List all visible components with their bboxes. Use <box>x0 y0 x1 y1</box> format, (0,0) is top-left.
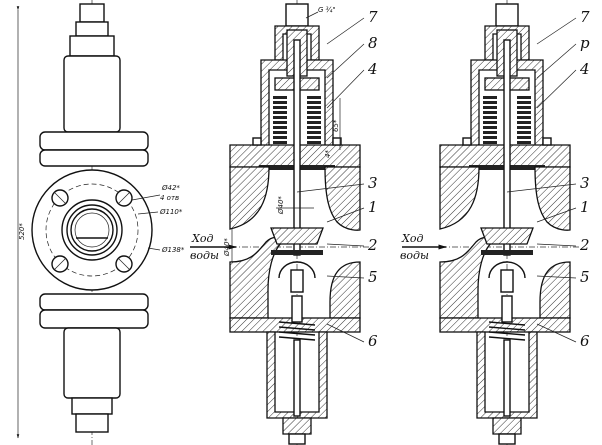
svg-text:воды: воды <box>190 249 219 262</box>
drain-plug <box>282 417 312 435</box>
body-lower-left <box>439 236 493 319</box>
part-label: 1 <box>580 198 590 216</box>
part-label: 6 <box>580 332 590 350</box>
guide <box>488 261 526 279</box>
part-label: 7 <box>580 8 590 26</box>
part-label: 5 <box>580 268 590 286</box>
guide <box>278 261 316 279</box>
dim-overall-height: 520* <box>18 223 26 240</box>
dim-bolt-circle: Ø110* <box>159 208 183 216</box>
seat <box>271 250 323 255</box>
part-label: 3 <box>580 174 590 192</box>
inlet-nipple <box>285 3 309 27</box>
dim-flange-dia: Ø138* <box>161 246 185 254</box>
part-label: 4 <box>367 60 378 78</box>
part-label: 6 <box>368 332 378 350</box>
dim-gap: 4* <box>324 150 332 158</box>
dim-seat-dia: Ø40* <box>277 196 285 215</box>
drain-plug <box>492 417 522 435</box>
part-label: 7 <box>368 8 378 26</box>
seat <box>481 250 533 255</box>
part-label: 8 <box>368 34 378 52</box>
part-label: 2 <box>579 236 590 254</box>
svg-text:воды: воды <box>400 249 429 262</box>
body-lower-left <box>229 236 283 319</box>
inlet-nipple <box>495 3 519 27</box>
dim-spring-length: 65* <box>332 119 340 132</box>
part-labels-middle: 7 8 4 3 1 2 5 6 <box>296 8 378 350</box>
svg-text:Ход: Ход <box>401 232 423 245</box>
exterior-view: 520* Ø42* 4 отв Ø110* Ø138* <box>16 0 185 445</box>
part-label: 4 <box>579 60 590 78</box>
lower-spring <box>278 321 316 341</box>
part-label: р <box>580 34 590 52</box>
dim-bolt-holes: Ø42* <box>161 184 180 192</box>
dim-bolt-count: 4 отв <box>160 194 179 202</box>
body-upper-left <box>439 166 480 230</box>
valve-disc <box>270 227 324 245</box>
part-label: 5 <box>368 268 378 286</box>
flow-arrow-right: Ход воды <box>400 232 447 262</box>
part-label: 3 <box>368 174 378 192</box>
stem <box>503 39 511 256</box>
thread-label: G ¾" <box>318 6 336 14</box>
body-upper-right <box>324 166 361 231</box>
body-lower-right <box>329 261 361 319</box>
flow-arrow-middle: Ход воды <box>190 232 237 262</box>
body-upper-right <box>534 166 571 231</box>
part-label: 1 <box>368 198 378 216</box>
valve-disc <box>480 227 534 245</box>
body-lower-right <box>539 261 571 319</box>
stem <box>293 39 301 256</box>
part-labels-right: 7 р 4 3 1 2 5 6 <box>506 8 590 350</box>
lower-spring <box>488 321 526 341</box>
section-view-open <box>430 0 580 445</box>
section-view-closed <box>220 0 370 445</box>
body-upper-left <box>229 166 270 230</box>
part-label: 2 <box>367 236 378 254</box>
svg-text:Ход: Ход <box>191 232 213 245</box>
